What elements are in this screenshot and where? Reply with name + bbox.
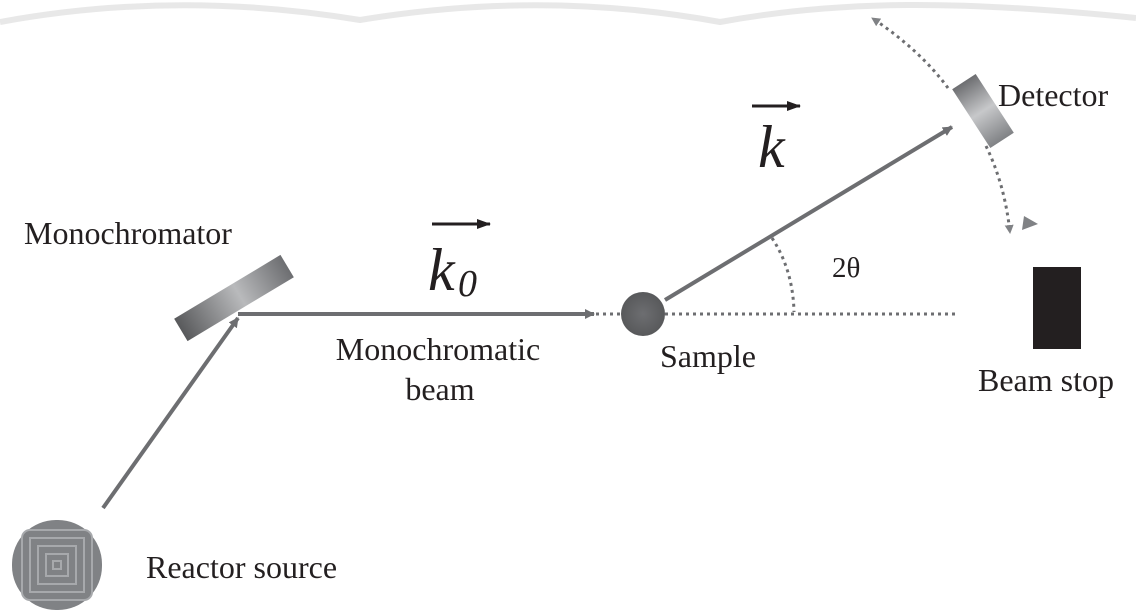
sample-icon bbox=[621, 292, 665, 336]
detector-label: Detector bbox=[998, 77, 1109, 113]
sample-label: Sample bbox=[660, 338, 756, 374]
monochromator-label: Monochromator bbox=[24, 215, 232, 251]
scattered-wavevector: k bbox=[752, 101, 801, 180]
source-beam-arrow bbox=[101, 316, 240, 510]
reactor-source-icon bbox=[12, 520, 102, 610]
scattered-beam-arrow bbox=[663, 125, 954, 302]
detector-motion-arrow-down bbox=[984, 145, 1014, 234]
detector-motion-arrow-tip bbox=[1022, 216, 1038, 230]
incident-wavevector: k 0 bbox=[428, 219, 491, 305]
monochromator-crystal-icon bbox=[174, 254, 294, 342]
reactor-source-label: Reactor source bbox=[146, 549, 337, 585]
detector-motion-arrow-up bbox=[871, 16, 950, 89]
monochromatic-beam-label-line1: Monochromatic bbox=[336, 331, 540, 367]
monochromatic-beam-label-line2: beam bbox=[405, 371, 474, 407]
scattered-vector-symbol: k bbox=[758, 114, 786, 180]
incident-vector-subscript: 0 bbox=[458, 263, 477, 305]
angle-arc bbox=[770, 237, 796, 313]
incident-vector-symbol: k bbox=[428, 237, 456, 303]
beam-stop-label: Beam stop bbox=[978, 362, 1114, 398]
angle-label: 2θ bbox=[832, 252, 860, 284]
watermark-decoration bbox=[0, 1, 1136, 26]
detector-icon bbox=[952, 74, 1014, 148]
beam-stop-block bbox=[1033, 267, 1081, 349]
